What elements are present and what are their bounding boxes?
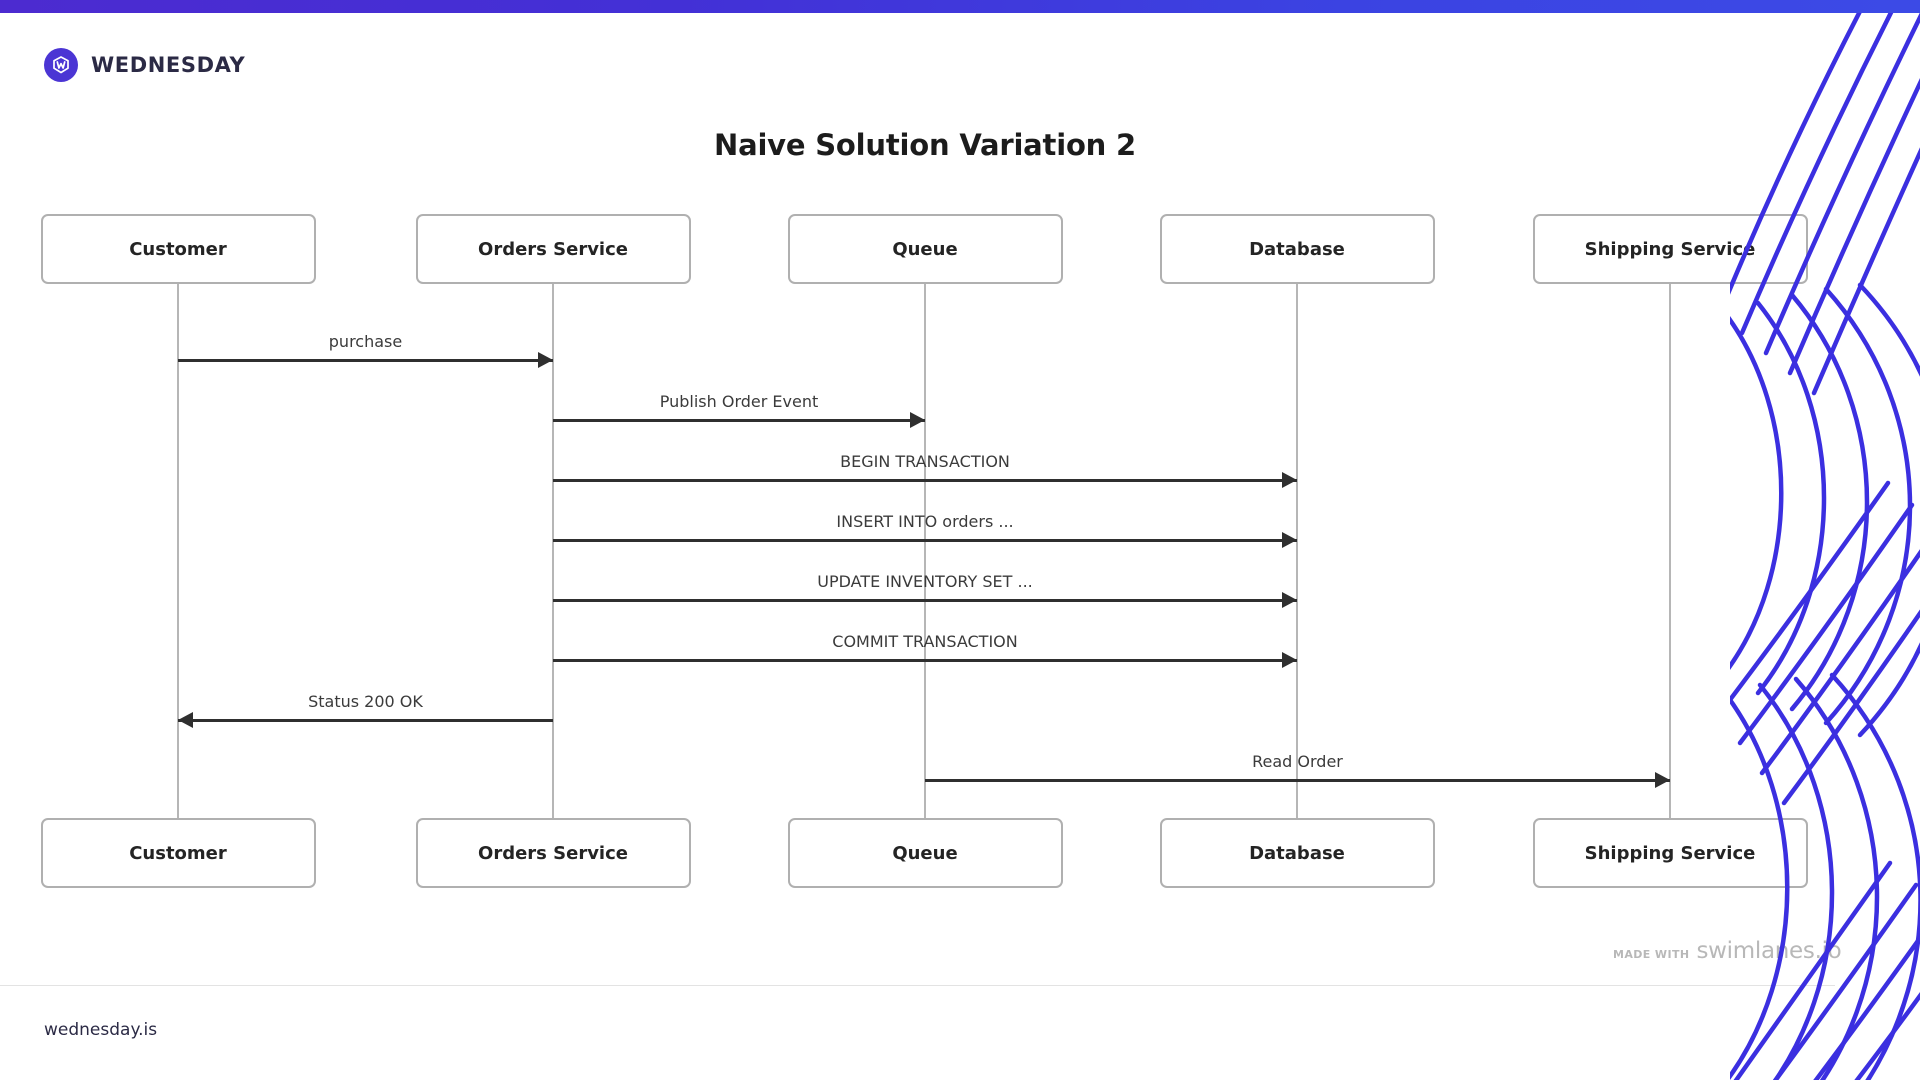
participant-box-bottom-database[interactable]: Database: [1159, 818, 1435, 888]
swimlanes-watermark: MADE WITH swimlanes.io: [1613, 938, 1842, 964]
message-arrowhead-5: [1282, 592, 1297, 608]
message-line-3: [553, 479, 1297, 482]
participant-box-bottom-queue[interactable]: Queue: [787, 818, 1063, 888]
message-label-2: Publish Order Event: [659, 392, 819, 411]
participant-box-bottom-orders[interactable]: Orders Service: [415, 818, 691, 888]
message-arrowhead-1: [538, 352, 553, 368]
watermark-prefix: MADE WITH: [1613, 948, 1690, 961]
message-line-8: [925, 779, 1670, 782]
brand-logo[interactable]: WEDNESDAY: [44, 48, 245, 82]
message-label-4: INSERT INTO orders ...: [836, 512, 1014, 531]
wednesday-hex-monogram-icon: [44, 48, 78, 82]
message-label-1: purchase: [328, 332, 403, 351]
participant-label: Orders Service: [478, 842, 628, 864]
message-line-1: [178, 359, 553, 362]
message-line-5: [553, 599, 1297, 602]
message-arrowhead-7: [178, 712, 193, 728]
message-label-8: Read Order: [1252, 752, 1343, 771]
participant-box-top-customer[interactable]: Customer: [40, 214, 316, 284]
top-accent-bar: [0, 0, 1920, 13]
lifeline-database: [1296, 284, 1298, 818]
participant-label: Customer: [129, 842, 227, 864]
message-label-5: UPDATE INVENTORY SET ...: [817, 572, 1033, 591]
message-line-4: [553, 539, 1297, 542]
lifeline-queue: [924, 284, 926, 818]
participant-box-top-database[interactable]: Database: [1159, 214, 1435, 284]
participant-label: Queue: [892, 842, 958, 864]
diagram-title: Naive Solution Variation 2: [714, 128, 1136, 162]
message-arrowhead-4: [1282, 532, 1297, 548]
message-label-7: Status 200 OK: [308, 692, 423, 711]
participant-box-bottom-shipping[interactable]: Shipping Service: [1532, 818, 1808, 888]
participant-label: Shipping Service: [1584, 842, 1756, 864]
lifeline-customer: [177, 284, 179, 818]
participant-label: Customer: [129, 238, 227, 260]
participant-box-top-shipping[interactable]: Shipping Service: [1532, 214, 1808, 284]
lifeline-shipping: [1669, 284, 1671, 818]
message-arrowhead-2: [910, 412, 925, 428]
brand-logo-text: WEDNESDAY: [91, 53, 246, 77]
watermark-brand: swimlanes.io: [1696, 938, 1842, 964]
participant-box-top-orders[interactable]: Orders Service: [415, 214, 691, 284]
participant-label: Database: [1249, 238, 1345, 260]
lifeline-orders: [552, 284, 554, 818]
participant-label: Shipping Service: [1584, 238, 1756, 260]
message-line-6: [553, 659, 1297, 662]
message-arrowhead-3: [1282, 472, 1297, 488]
message-arrowhead-8: [1655, 772, 1670, 788]
participant-label: Database: [1249, 842, 1345, 864]
participant-label: Queue: [892, 238, 958, 260]
message-arrowhead-6: [1282, 652, 1297, 668]
participant-box-top-queue[interactable]: Queue: [787, 214, 1063, 284]
message-line-7: [178, 719, 553, 722]
participant-label: Orders Service: [478, 238, 628, 260]
message-label-3: BEGIN TRANSACTION: [840, 452, 1010, 471]
footer-site-link[interactable]: wednesday.is: [44, 1020, 158, 1040]
footer-divider: [0, 985, 1835, 986]
message-line-2: [553, 419, 925, 422]
participant-box-bottom-customer[interactable]: Customer: [40, 818, 316, 888]
message-label-6: COMMIT TRANSACTION: [832, 632, 1018, 651]
